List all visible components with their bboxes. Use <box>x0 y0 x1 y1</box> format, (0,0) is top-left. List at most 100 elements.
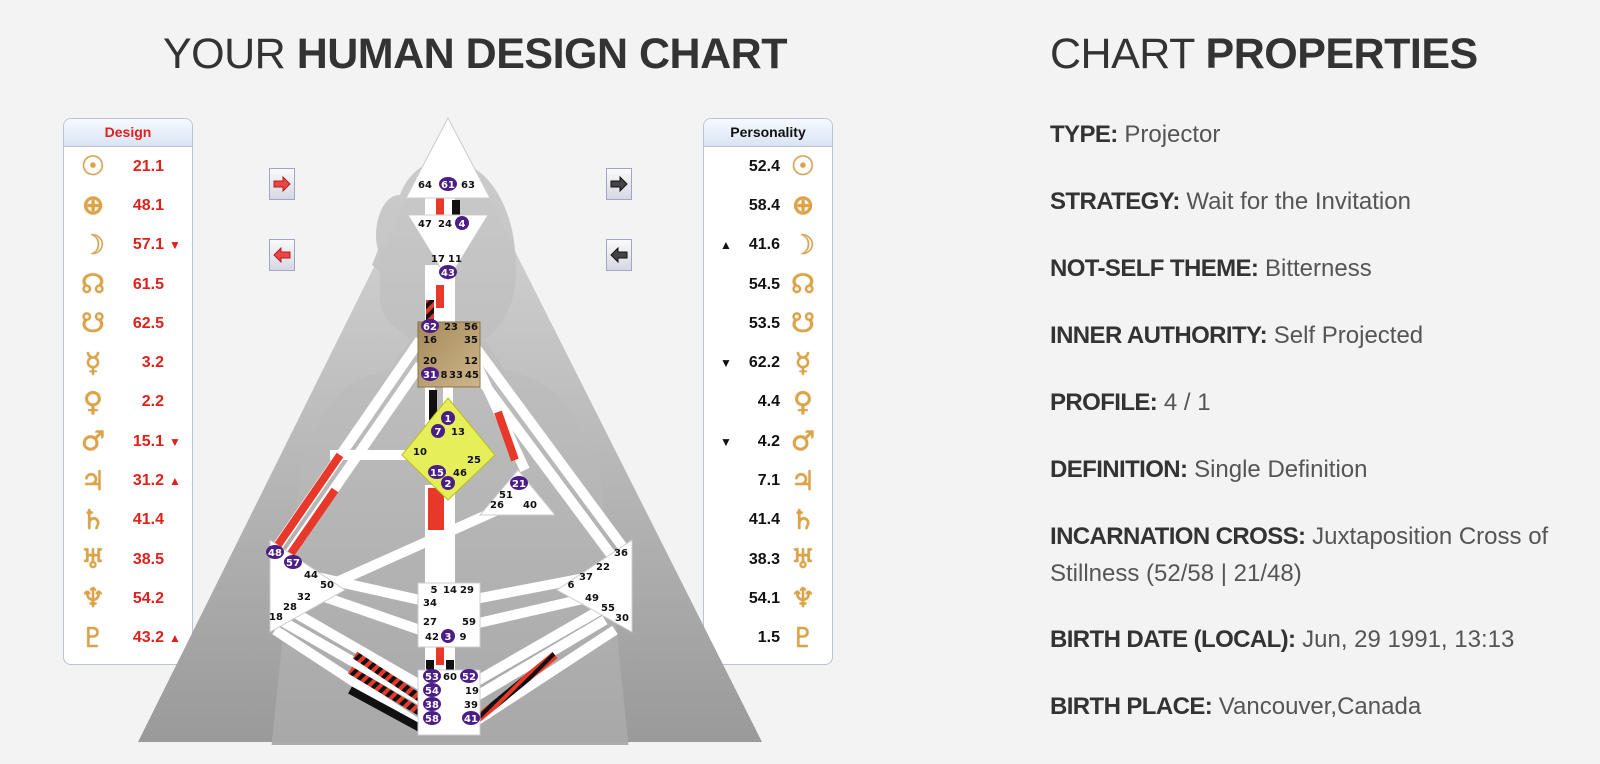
gate-label: 62 <box>423 322 437 333</box>
gate-label: 28 <box>283 602 297 613</box>
south-node-icon: ☋ <box>81 308 105 340</box>
gate-marker <box>421 367 439 381</box>
property-value: 4 / 1 <box>1163 389 1211 416</box>
planet-value: 4.4 <box>757 393 780 411</box>
gate-label: 42 <box>425 632 439 643</box>
gate-label: 11 <box>448 254 462 265</box>
gate-label: 23 <box>444 322 458 333</box>
gate-label: 18 <box>269 612 283 623</box>
property-value: Jun, 29 1991, 13:13 <box>1302 626 1515 653</box>
gate-marker <box>460 669 478 683</box>
design-prev-button[interactable] <box>269 239 295 271</box>
property-row: BIRTH PLACE: Vancouver,Canada <box>1050 688 1580 725</box>
property-row: DEFINITION: Single Definition <box>1050 451 1580 488</box>
gate-marker <box>423 711 441 725</box>
gate-label: 45 <box>465 370 479 381</box>
pluto-icon: ♇ <box>80 622 106 654</box>
planet-value: 21.1 <box>132 157 164 175</box>
saturn-icon: ♄ <box>80 504 106 536</box>
gate-label: 21 <box>512 479 526 490</box>
ajna-center <box>407 214 489 281</box>
venus-icon: ♀ <box>83 386 103 418</box>
design-panel-title: Design <box>64 119 192 147</box>
gate-marker <box>431 424 445 438</box>
planet-value: 62.5 <box>132 314 164 332</box>
gate-label: 5 <box>431 585 438 596</box>
property-row: PROFILE: 4 / 1 <box>1050 384 1580 421</box>
gate-label: 53 <box>425 672 439 683</box>
venus-icon: ♀ <box>793 386 813 418</box>
saturn-icon: ♄ <box>790 504 816 536</box>
gate-label: 36 <box>614 548 628 559</box>
gate-label: 30 <box>615 613 629 624</box>
planet-row: ☉21.1 <box>64 147 192 186</box>
personality-planet-list: ☉52.4⊕58.4☽41.6▲☊54.5☋53.5☿62.2▼♀4.4♂4.2… <box>704 147 832 658</box>
planet-row: ♀ 4.4 <box>704 383 832 422</box>
planet-row: ☽57.1▼ <box>64 226 192 265</box>
property-row: INCARNATION CROSS: Juxtaposition Cross o… <box>1050 518 1580 592</box>
planet-row: ☿62.2▼ <box>704 343 832 382</box>
gate-label: 43 <box>441 268 455 279</box>
planet-row: ☉52.4 <box>704 147 832 186</box>
moon-icon: ☽ <box>80 229 106 261</box>
gate-marker <box>266 545 284 559</box>
planet-value: 54.2 <box>132 589 164 607</box>
earth-icon: ⊕ <box>791 190 815 222</box>
gate-label: 60 <box>443 672 457 683</box>
gate-label: 16 <box>423 335 437 346</box>
planet-row: ♇ 1.5 <box>704 619 832 658</box>
gate-marker <box>441 411 455 425</box>
gate-marker <box>428 465 446 479</box>
property-value: Juxtaposition Cross of Stillness (52/58 … <box>1050 523 1549 587</box>
gate-label: 38 <box>425 700 439 711</box>
personality-next-button[interactable] <box>606 168 632 200</box>
personality-panel: Personality ☉52.4⊕58.4☽41.6▲☊54.5☋53.5☿6… <box>703 118 833 665</box>
planet-value: 31.2 <box>132 472 164 490</box>
planet-arrow: ▲ <box>720 238 732 253</box>
gate-label: 49 <box>585 593 599 604</box>
gate-label: 46 <box>453 468 467 479</box>
property-label: NOT-SELF THEME: <box>1050 255 1259 282</box>
pluto-icon: ♇ <box>790 622 816 654</box>
personality-prev-button[interactable] <box>606 239 632 271</box>
gate-label: 54 <box>425 686 439 697</box>
gate-label: 12 <box>464 356 478 367</box>
planet-arrow: ▲ <box>169 474 181 489</box>
south-node-icon: ☋ <box>791 308 815 340</box>
neptune-icon: ♆ <box>790 583 816 615</box>
planet-row: ♄41.4 <box>64 501 192 540</box>
planet-row: ☊61.5 <box>64 265 192 304</box>
gate-label: 44 <box>304 570 318 581</box>
planet-row: ♂15.1▼ <box>64 422 192 461</box>
planet-value: 41.6 <box>748 236 780 254</box>
planet-row: ☋53.5 <box>704 304 832 343</box>
gate-label: 32 <box>297 592 311 603</box>
gate-label: 40 <box>523 500 537 511</box>
gate-label: 1 <box>445 414 452 425</box>
gate-marker <box>462 711 480 725</box>
gate-label: 20 <box>423 356 437 367</box>
design-next-button[interactable] <box>269 168 295 200</box>
planet-value: 1.5 <box>757 629 780 647</box>
solar-plexus-center <box>556 539 633 633</box>
moon-icon: ☽ <box>790 229 816 261</box>
planet-value: 38.3 <box>748 550 780 568</box>
neptune-icon: ♆ <box>80 583 106 615</box>
uranus-icon: ♅ <box>80 544 106 576</box>
design-panel: Design ☉21.1⊕48.1☽57.1▼☊61.5☋62.5☿3.2♀2.… <box>63 118 193 665</box>
gate-label: 10 <box>413 447 427 458</box>
gate-label: 2 <box>445 479 452 490</box>
properties-title: CHART PROPERTIES <box>1050 30 1478 79</box>
property-value: Self Projected <box>1273 322 1424 349</box>
arrow-left-icon <box>273 247 291 263</box>
north-node-icon: ☊ <box>791 269 815 301</box>
gate-label: 41 <box>464 714 478 725</box>
gate-label: 39 <box>464 700 478 711</box>
mars-icon: ♂ <box>80 426 106 458</box>
gate-label: 64 <box>418 180 432 191</box>
gate-label: 4 <box>459 219 466 230</box>
gate-label: 25 <box>467 455 481 466</box>
g-center <box>401 397 496 501</box>
